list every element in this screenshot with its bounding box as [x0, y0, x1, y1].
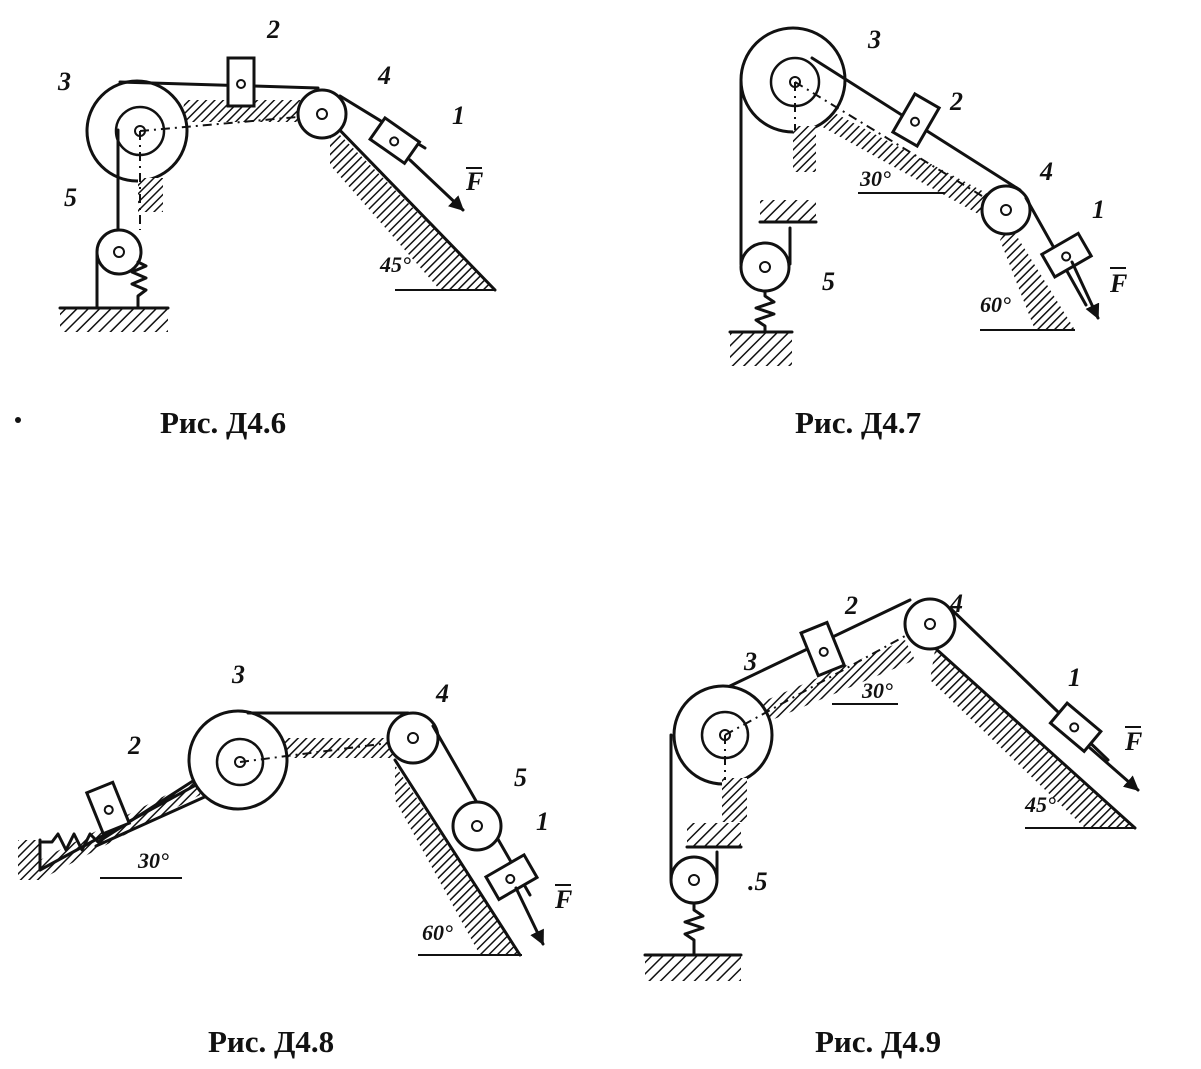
label-angle: 45°: [379, 252, 411, 277]
label-2: 2: [949, 87, 963, 116]
label-5: 5: [514, 763, 527, 792]
label-4: 4: [949, 589, 963, 618]
top-surface-hatch: [285, 738, 395, 758]
wheel-3-support-hatch: [722, 778, 747, 822]
label-1: 1: [536, 807, 549, 836]
label-angle-45: 45°: [1024, 792, 1056, 817]
force-arrow: [514, 886, 545, 946]
cable-incline-lower: [94, 788, 222, 848]
wheel-3-support-hatch: [793, 126, 816, 172]
ground-hatch: [645, 955, 741, 981]
wheel-4-axle: [407, 732, 419, 744]
label-angle-60: 60°: [422, 920, 453, 945]
label-angle-60: 60°: [980, 292, 1011, 317]
figure-d4-8: 3 2 4 5 1 F 30° 60° Рис. Д4.8: [18, 660, 572, 1059]
force-arrow: [1070, 260, 1100, 320]
block-2: [799, 620, 847, 678]
figure-d4-9: 3 2 4 1 .5 F 30° 45° Рис. Д4.9: [643, 589, 1142, 1059]
label-2: 2: [127, 731, 141, 760]
cable-top: [118, 80, 320, 90]
wheel-4-axle: [1000, 204, 1012, 216]
label-angle-30: 30°: [859, 166, 891, 191]
label-force: F: [465, 167, 483, 196]
caption-d4-8: Рис. Д4.8: [208, 1024, 334, 1059]
block-2: [84, 780, 132, 836]
centerline-3-4: [139, 114, 321, 132]
label-4: 4: [435, 679, 449, 708]
label-angle-30: 30°: [861, 678, 893, 703]
caption-d4-9: Рис. Д4.9: [815, 1024, 941, 1059]
label-3: 3: [57, 67, 71, 96]
wheel-5-axle: [688, 874, 700, 886]
label-2: 2: [266, 15, 280, 44]
centerline-3-4: [794, 81, 1006, 211]
label-force: F: [554, 885, 572, 914]
incline-60-surface: [393, 758, 522, 957]
caption-d4-7: Рис. Д4.7: [795, 405, 921, 440]
incline-30-hatch: [755, 640, 915, 725]
caption-d4-6: Рис. Д4.6: [160, 405, 286, 440]
incline-45-surface: [328, 118, 497, 292]
block-1: [1048, 701, 1103, 754]
label-3: 3: [867, 25, 881, 54]
fixed-hatch: [687, 823, 741, 847]
wheel-5-axle: [113, 246, 125, 258]
spring: [754, 289, 776, 334]
spring-cable-incline: [40, 768, 212, 852]
figure-d4-6: 3 2 4 1 5 F 45° Рис. Д4.6: [57, 15, 497, 440]
label-1: 1: [452, 101, 465, 130]
label-3: 3: [231, 660, 245, 689]
ground-hatch: [60, 308, 168, 332]
label-3: 3: [743, 647, 757, 676]
label-angle-30: 30°: [137, 848, 169, 873]
centerline-3-4: [724, 624, 926, 736]
left-wall-hatch: [18, 840, 40, 880]
spring: [130, 260, 148, 310]
block-1: [368, 115, 422, 166]
incline-60-hatch: [1000, 225, 1075, 330]
label-1: 1: [1092, 195, 1105, 224]
wheel-4-axle: [924, 618, 936, 630]
label-1: 1: [1068, 663, 1081, 692]
wheel-4-axle: [316, 108, 328, 120]
ground-hatch: [730, 332, 792, 366]
wheel-5-axle: [471, 820, 483, 832]
ink-dot: [15, 417, 21, 423]
label-5: .5: [748, 867, 768, 896]
fixed-hatch: [760, 200, 816, 222]
wheel-5-axle: [759, 261, 771, 273]
block-1: [483, 852, 540, 902]
top-surface-hatch: [180, 100, 310, 122]
label-5: 5: [822, 267, 835, 296]
block-2-pin: [236, 79, 246, 89]
label-force: F: [1109, 269, 1127, 298]
incline-30-hatch: [810, 100, 990, 215]
figure-d4-7: 3 2 4 1 5 F 30° 60° Рис. Д4.7: [728, 25, 1127, 440]
label-force: F: [1124, 727, 1142, 756]
spring: [683, 901, 705, 957]
label-5: 5: [64, 183, 77, 212]
force-arrow: [1088, 746, 1140, 792]
incline-45-surface: [933, 646, 1137, 830]
block-2: [890, 91, 942, 149]
label-4: 4: [1039, 157, 1053, 186]
force-arrow: [408, 158, 465, 212]
wheel-3-support-hatch: [138, 178, 163, 212]
label-4: 4: [377, 61, 391, 90]
label-2: 2: [844, 591, 858, 620]
centerline-3-4: [239, 739, 413, 763]
